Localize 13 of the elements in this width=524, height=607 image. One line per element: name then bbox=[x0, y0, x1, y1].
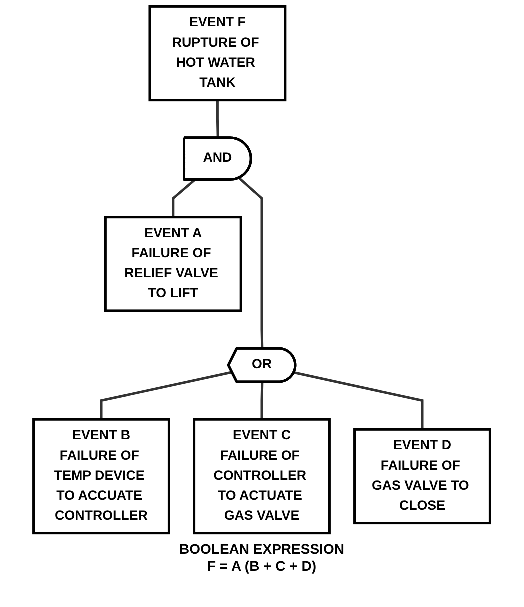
connector bbox=[100, 371, 233, 420]
connector bbox=[216, 100, 220, 138]
node-box: EVENT B FAILURE OF TEMP DEVICE TO ACCUATE CONTROLLER bbox=[32, 418, 170, 535]
connector bbox=[294, 372, 424, 430]
connector bbox=[260, 382, 264, 420]
expression-text: BOOLEAN EXPRESSION bbox=[180, 541, 344, 557]
node-box: EVENT A FAILURE OF RELIEF VALVE TO LIFT bbox=[104, 216, 242, 312]
node-box: EVENT F RUPTURE OF HOT WATER TANK bbox=[148, 5, 287, 102]
node-box: EVENT C FAILURE OF CONTROLLER TO ACTUATE GAS VALVE bbox=[193, 418, 331, 535]
connector bbox=[172, 179, 196, 218]
node-box: EVENT D FAILURE OF GAS VALVE TO CLOSE bbox=[354, 428, 492, 525]
connector bbox=[238, 177, 264, 350]
expression-text: F = A (B + C + D) bbox=[206, 558, 318, 574]
